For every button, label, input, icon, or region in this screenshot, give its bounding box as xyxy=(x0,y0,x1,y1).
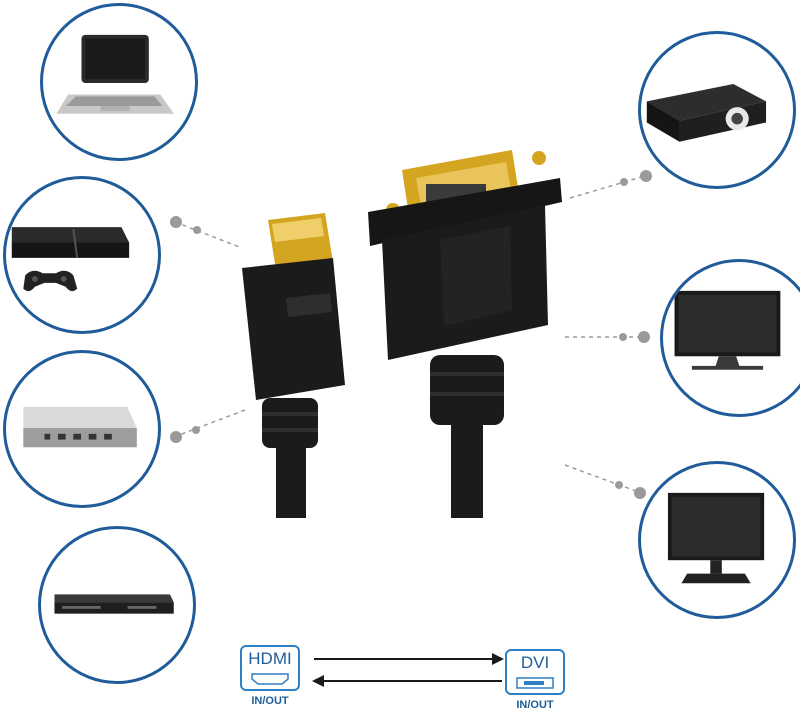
projector-icon xyxy=(646,84,767,142)
game-console-icon xyxy=(11,227,130,292)
bidirectional-arrows xyxy=(312,653,504,687)
monitor-icon xyxy=(667,492,765,584)
dvi-label: DVI xyxy=(520,653,550,672)
dvi-sub-label: IN/OUT xyxy=(516,699,554,711)
dvi-port-badge: DVI xyxy=(505,649,565,695)
tv-circle xyxy=(660,259,800,417)
hdmi-port-icon xyxy=(251,673,289,685)
mini-pc-circle xyxy=(3,350,161,508)
dvd-player-icon xyxy=(54,594,174,614)
laptop-circle xyxy=(40,3,198,161)
game-console-circle xyxy=(3,176,161,334)
monitor-circle xyxy=(638,461,796,619)
mini-pc-icon xyxy=(23,406,137,448)
hdmi-port-badge: HDMI xyxy=(240,645,300,691)
tv-icon xyxy=(674,290,781,370)
projector-circle xyxy=(638,31,796,189)
laptop-icon xyxy=(56,34,174,114)
dvd-player-circle xyxy=(38,526,196,684)
dvi-port-icon xyxy=(516,677,554,689)
hdmi-label: HDMI xyxy=(248,649,292,668)
hdmi-sub-label: IN/OUT xyxy=(251,695,289,707)
